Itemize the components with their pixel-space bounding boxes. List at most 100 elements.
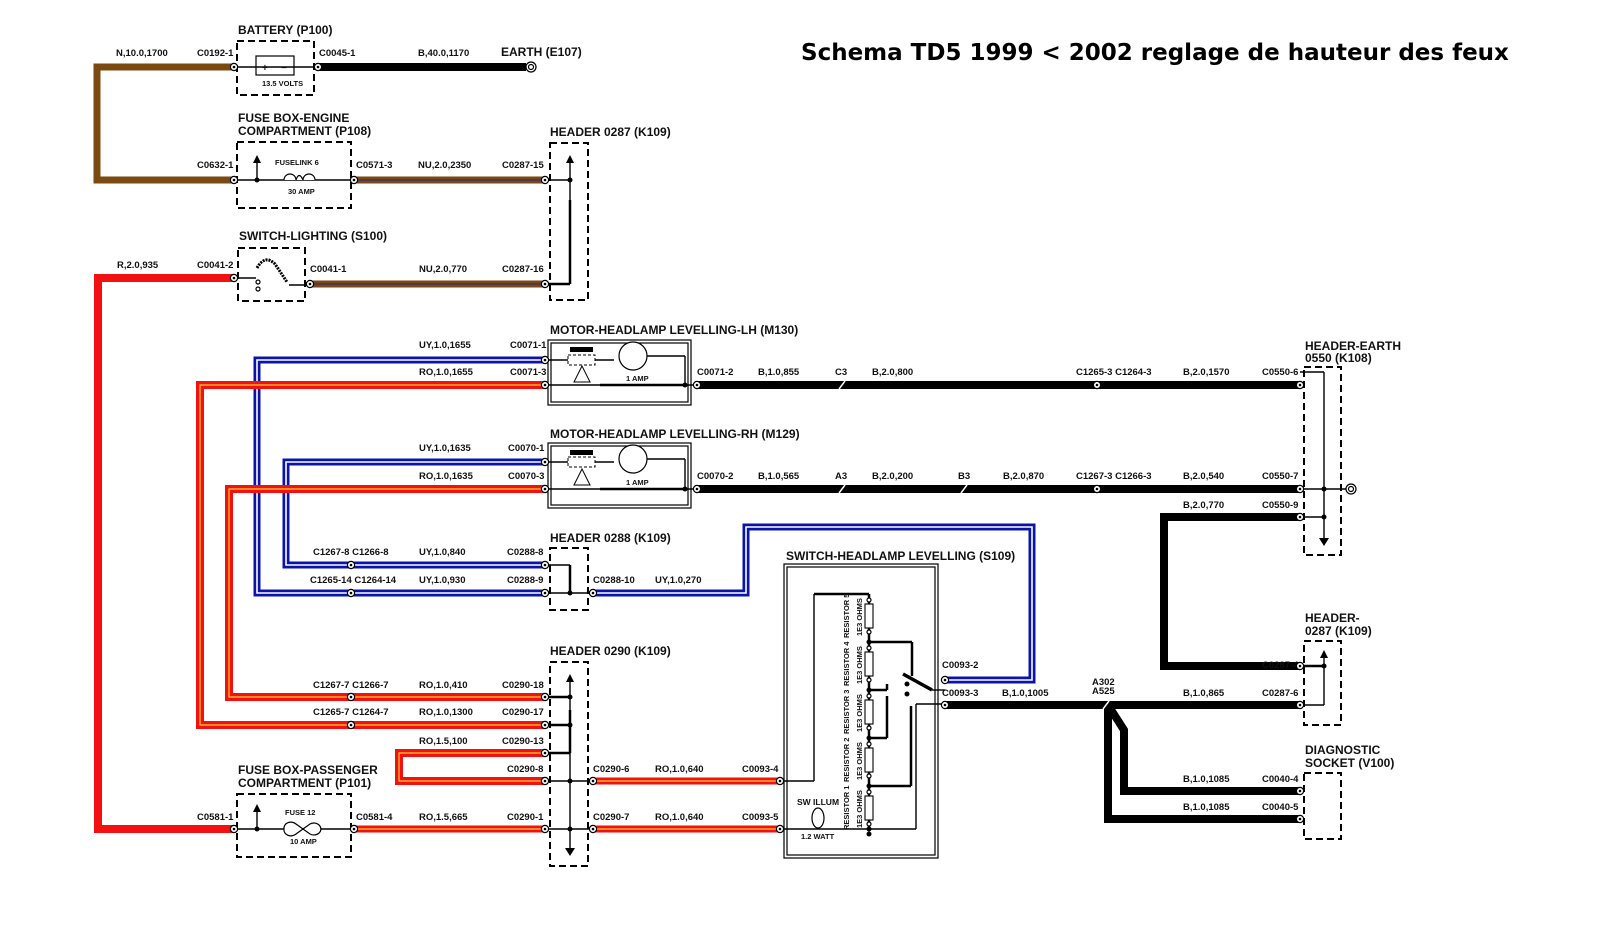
diagram-title: Schema TD5 1999 < 2002 reglage de hauteu…	[801, 40, 1509, 66]
connector-label: A525	[1092, 686, 1115, 697]
connector-pin-icon	[692, 380, 702, 390]
resistor-icon	[864, 747, 874, 773]
connector-label: C0093-3	[942, 688, 978, 699]
connector-label: A302	[1092, 677, 1115, 688]
connector-label: C0045-1	[319, 48, 356, 59]
power-arrow-icon	[566, 155, 574, 163]
wire-layer	[93, 63, 1300, 833]
motor-headlamp-rh: MOTOR-HEADLAMP LEVELLING-RH (M129) 1 AMP	[545, 427, 800, 509]
connector-pin-icon	[540, 560, 550, 570]
wire-label: UY,1.0,840	[419, 547, 465, 558]
resistor-value: 1E3 OHMS	[855, 646, 864, 684]
power-arrow-icon	[1320, 650, 1328, 658]
connector-label: C0093-5	[742, 812, 779, 823]
connector-pin-icon	[346, 560, 356, 570]
battery-component: BATTERY (P100) + − 13.5 VOLTS	[234, 23, 332, 96]
wire-label: UY,1.0,1655	[419, 340, 471, 351]
wire-label: NU,2.0,770	[419, 264, 467, 275]
motor-rh-rating: 1 AMP	[626, 478, 649, 487]
wire-uy-270	[593, 523, 1036, 684]
connector-label: C1265-7 C1264-7	[313, 707, 389, 718]
wire-label: RO,1.5,100	[419, 736, 468, 747]
connector-pin-icon	[1295, 484, 1305, 494]
resistor-icon	[864, 699, 874, 725]
resistor-value: 1E3 OHMS	[855, 598, 864, 636]
wire-label: RO,1.0,1655	[419, 367, 474, 378]
resistor-value: 1E3 OHMS	[855, 694, 864, 732]
connector-label: C3	[835, 367, 847, 378]
switch-lighting-box	[237, 247, 306, 302]
wire-label: RO,1.5,665	[419, 812, 468, 823]
connector-pin-icon	[540, 720, 550, 730]
fuselink-icon	[283, 173, 316, 181]
connector-label: C0093-4	[742, 764, 779, 775]
connector-pin-icon	[540, 457, 550, 467]
resistor-icon	[864, 603, 874, 629]
connector-pin-icon	[540, 355, 550, 365]
power-arrow-icon	[253, 804, 261, 812]
header-earth-box	[1303, 366, 1342, 556]
wire-uy-1655	[253, 356, 545, 597]
connector-pin-icon	[540, 175, 550, 185]
connector-pin-icon	[229, 824, 239, 834]
header-0290-box	[549, 661, 589, 867]
header-0290-label: HEADER 0290 (K109)	[550, 644, 671, 658]
diagnostic-label-1: DIAGNOSTIC	[1305, 743, 1381, 757]
connector-pin-icon	[540, 588, 550, 598]
connector-label: C0071-2	[697, 367, 733, 378]
resistor-name: RESISTOR 5	[842, 594, 851, 638]
fuse-box-engine-box	[236, 141, 352, 209]
splice-icon	[838, 380, 846, 390]
connector-pin-icon	[588, 824, 598, 834]
connector-label: B3	[958, 471, 970, 482]
wire-label: UY,1.0,270	[655, 575, 701, 586]
connector-pin-icon	[775, 776, 785, 786]
connector-label: C0550-9	[1262, 500, 1298, 511]
connector-pin-icon	[1092, 484, 1102, 494]
wire-label: B,1.0,855	[758, 367, 800, 378]
connector-pin-icon	[1092, 380, 1102, 390]
connector-label: C0070-1	[508, 443, 545, 454]
wire-label: RO,1.0,640	[655, 764, 704, 775]
connector-pin-icon	[540, 824, 550, 834]
connector-label: C0288-8	[507, 547, 543, 558]
wire-label: B,1.0,565	[758, 471, 800, 482]
wire-label: RO,1.0,1635	[419, 471, 474, 482]
fuse-box-passenger-box	[236, 793, 352, 858]
connector-label: C1267-3 C1266-3	[1076, 471, 1152, 482]
wire-ro-1635	[225, 485, 545, 701]
connector-layer	[229, 62, 1305, 834]
connector-label: C0041-1	[310, 264, 347, 275]
ground-arrow-icon	[565, 848, 575, 856]
splice-icon	[1102, 700, 1110, 710]
connector-pin-icon	[940, 675, 950, 685]
earth-e107: EARTH (E107)	[501, 45, 582, 73]
connector-label: C0093-2	[942, 660, 978, 671]
connector-label: A3	[835, 471, 847, 482]
connector-label: C0290-7	[593, 812, 629, 823]
wire-label: RO,1.0,410	[419, 680, 468, 691]
splice-icon	[838, 484, 846, 494]
resistor-icon	[864, 795, 874, 821]
connector-label: C0290-8	[507, 764, 543, 775]
switch-lighting: SWITCH-LIGHTING (S100)	[234, 229, 387, 302]
wire-uy-1635	[282, 458, 545, 569]
battery-icon	[255, 55, 295, 76]
connector-label: C0041-2	[197, 260, 233, 271]
wire-label: R,2.0,935	[117, 260, 159, 271]
connector-label: C0290-1	[507, 812, 544, 823]
resistor-value: 1E3 OHMS	[855, 742, 864, 780]
battery-label: BATTERY (P100)	[238, 23, 332, 37]
wire-label: B,2.0,1570	[1183, 367, 1229, 378]
connector-pin-icon	[540, 380, 550, 390]
connector-pin-icon	[540, 484, 550, 494]
connector-pin-icon	[588, 776, 598, 786]
connector-pin-icon	[540, 776, 550, 786]
fuse12-rating: 10 AMP	[290, 837, 317, 846]
connector-pin-icon	[346, 720, 356, 730]
wire-label: B,2.0,200	[872, 471, 913, 482]
connector-pin-icon	[1295, 661, 1305, 671]
connector-label: C0581-1	[197, 812, 234, 823]
connector-label: C0288-9	[507, 575, 543, 586]
